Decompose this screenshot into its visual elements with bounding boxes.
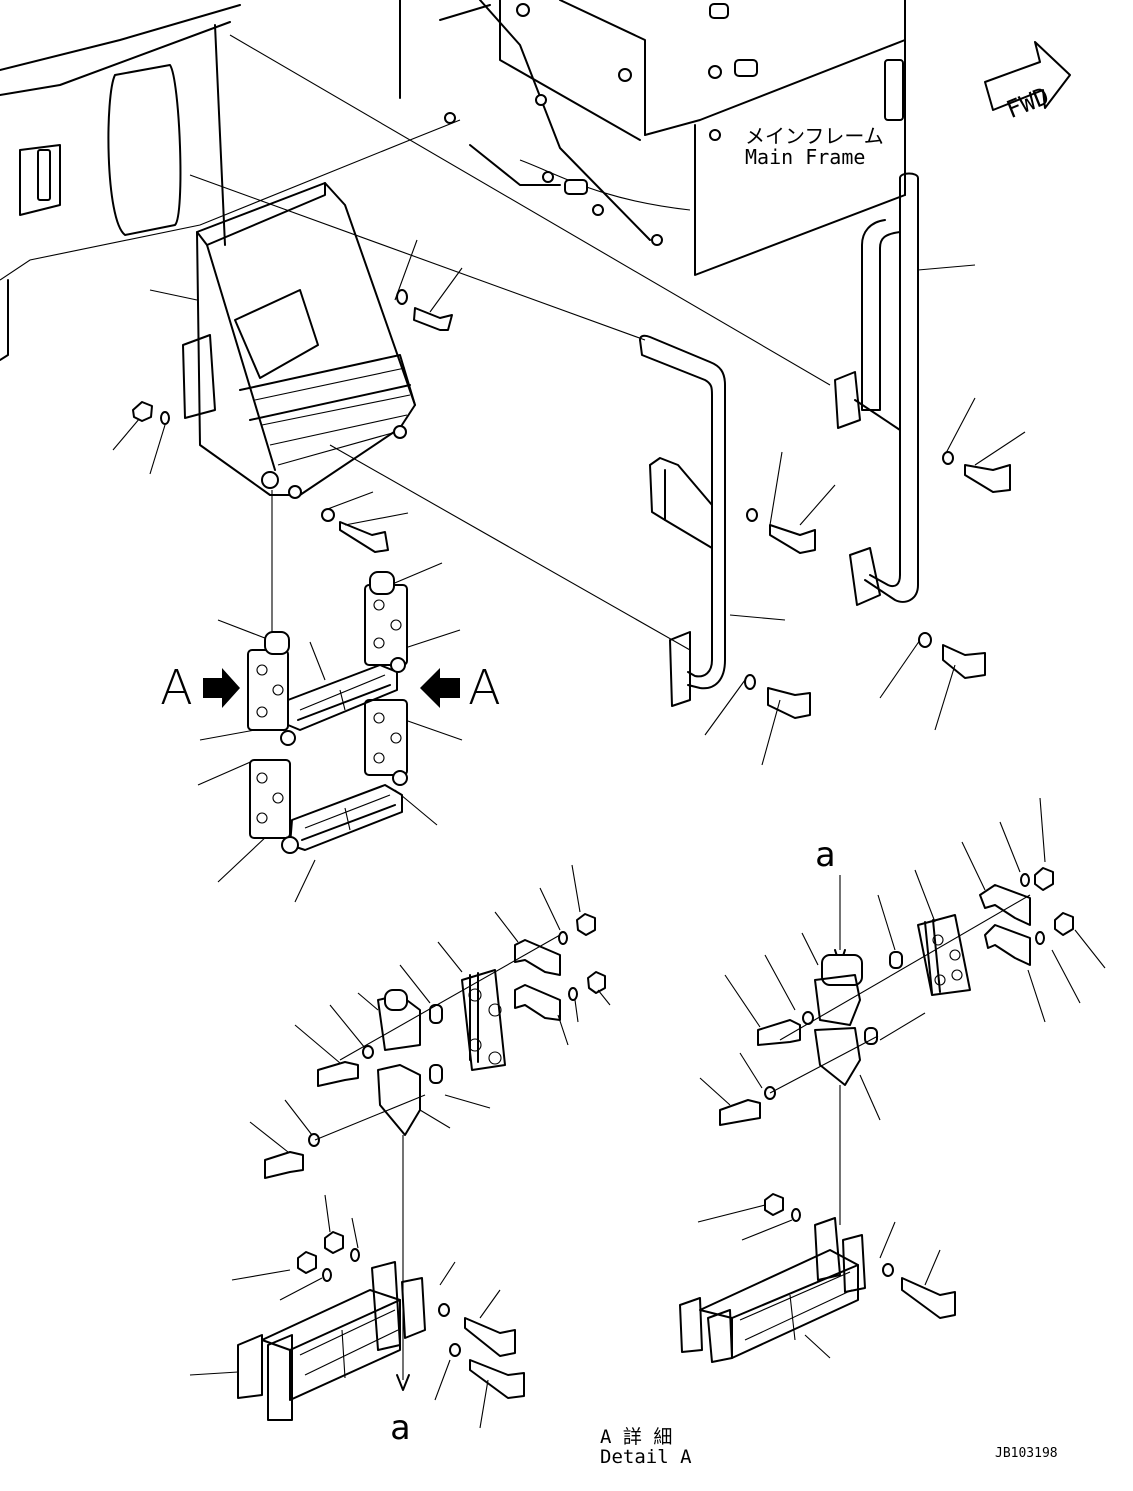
connection-line bbox=[229, 34, 831, 386]
detail-left-leaders bbox=[249, 864, 611, 1153]
fwd-label: FWD bbox=[1002, 82, 1053, 124]
step-box bbox=[182, 182, 416, 499]
leader-lines bbox=[112, 239, 1026, 903]
main-frame-label-en: Main Frame bbox=[745, 145, 866, 169]
ref-a-label-bottom: a bbox=[390, 1408, 411, 1448]
detail-right-leaders bbox=[699, 797, 1106, 1121]
detail-a-left-exploded bbox=[264, 913, 606, 1391]
step-bottom-left bbox=[189, 1194, 525, 1429]
main-frame bbox=[0, 0, 906, 361]
step-bottom-right bbox=[679, 1193, 956, 1363]
detail-a-right-exploded bbox=[719, 867, 1074, 1225]
main-frame-label-jp: メインフレーム bbox=[745, 124, 884, 148]
view-arrow-left-icon bbox=[203, 668, 240, 708]
step-assembly bbox=[247, 490, 408, 854]
handrail-right bbox=[834, 172, 919, 606]
handrail-middle bbox=[639, 334, 726, 707]
detail-label-jp: A 詳 細 bbox=[600, 1426, 673, 1448]
view-a-label-left: A bbox=[160, 660, 193, 716]
bolts-washers-top bbox=[132, 289, 1011, 719]
view-a-label-right: A bbox=[468, 660, 501, 716]
detail-label-en: Detail A bbox=[600, 1446, 692, 1468]
connection-line bbox=[329, 444, 691, 651]
view-arrow-right-icon bbox=[420, 668, 460, 708]
ref-a-label-top: a bbox=[815, 835, 836, 875]
connection-line bbox=[189, 174, 646, 341]
fwd-arrow-icon bbox=[984, 41, 1071, 111]
drawing-number: JB103198 bbox=[995, 1446, 1058, 1461]
